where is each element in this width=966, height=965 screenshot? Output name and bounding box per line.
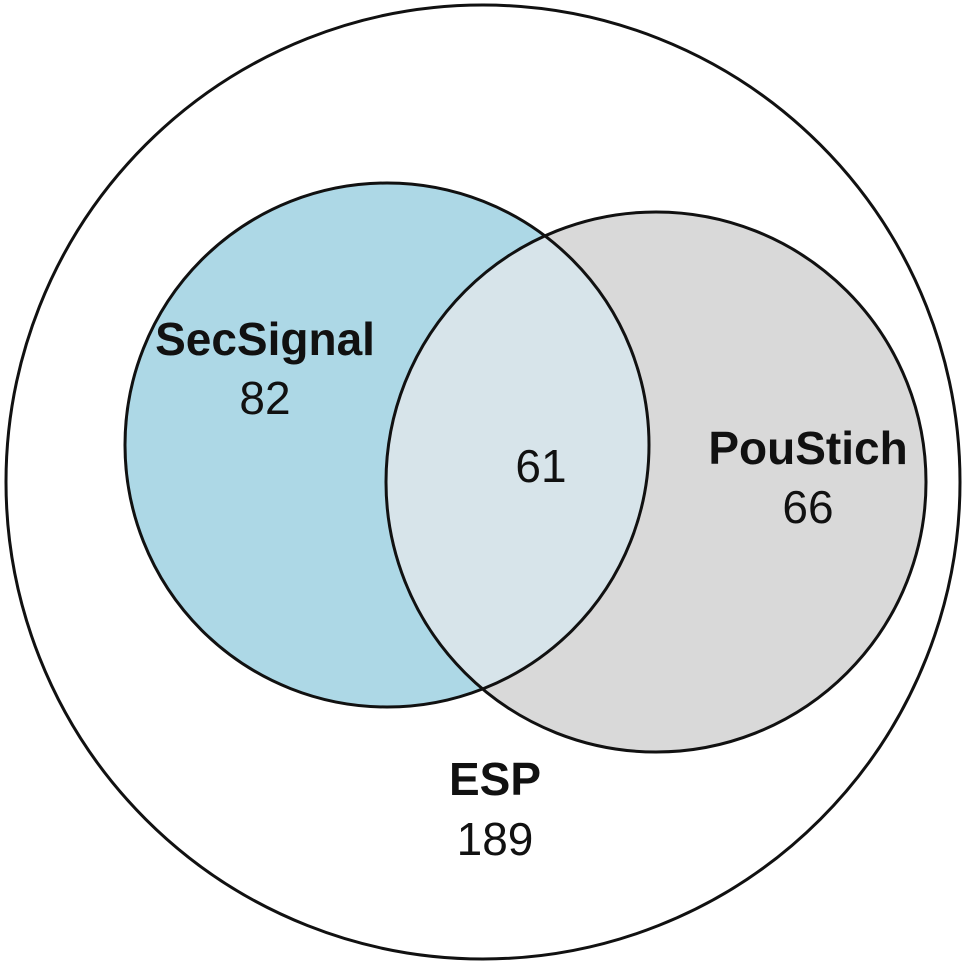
intersection-count: 61 [515,440,566,492]
poustich-label: PouStich [708,422,907,474]
esp-count: 189 [457,813,534,865]
secsignal-label: SecSignal [155,313,375,365]
overlap-region [386,212,649,707]
esp-label: ESP [449,753,541,805]
poustich-count: 66 [782,481,833,533]
poustich-outline [384,210,928,754]
secsignal-count: 82 [239,372,290,424]
secsignal-outline [123,181,651,709]
